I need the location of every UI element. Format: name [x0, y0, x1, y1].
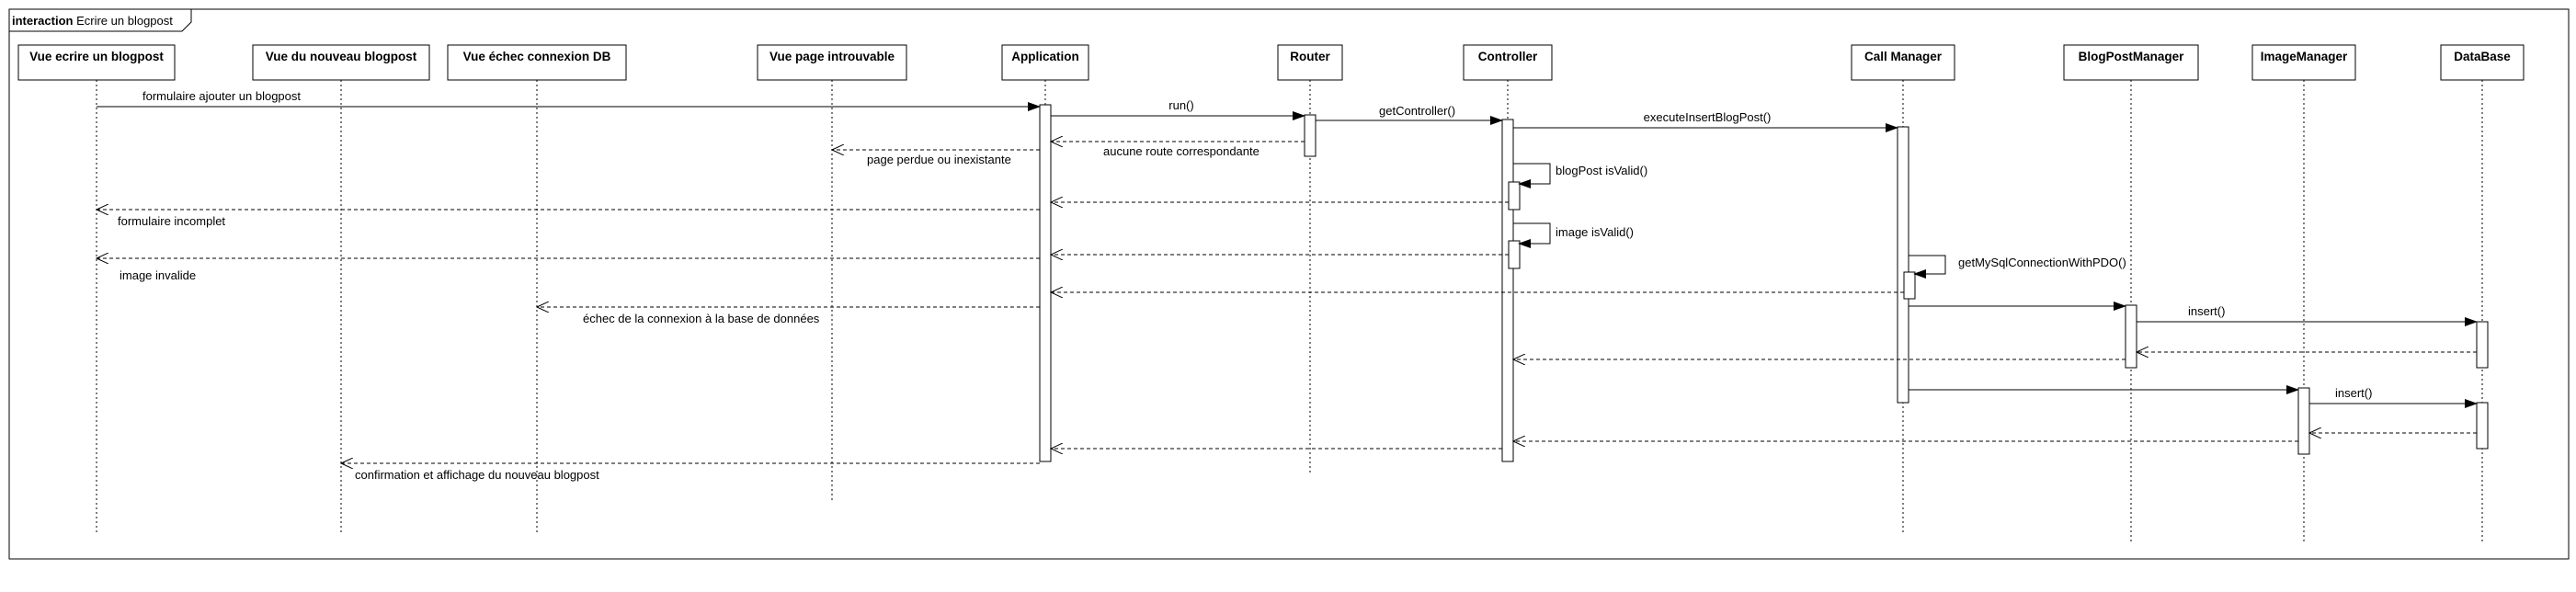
messages: formulaire ajouter un blogpost run() getCo…: [97, 89, 2478, 482]
activation-bar-controller: [1508, 240, 1521, 269]
activation-bar-database: [2476, 321, 2489, 369]
lifeline-label-database: DataBase: [2454, 50, 2511, 63]
message-label: executeInsertBlogPost(): [1644, 110, 1772, 124]
message-arrow: [1513, 163, 1551, 188]
interaction-frame: interaction Ecrire un blogpost: [8, 8, 2570, 560]
message-label: formulaire ajouter un blogpost: [142, 89, 301, 103]
message-label: image invalide: [120, 268, 196, 282]
lifeline-label-call-manager: Call Manager: [1864, 50, 1943, 63]
message-label: getMySqlConnectionWithPDO(): [1958, 256, 2126, 269]
message-label: image isValid(): [1556, 225, 1634, 239]
activation-bar-call-manager: [1903, 271, 1916, 300]
lifeline-application: Application: [1001, 44, 1089, 460]
activation-bar-blogpost-manager: [2125, 304, 2137, 369]
message-arrow: [1513, 222, 1551, 248]
activation-bar-controller: [1508, 181, 1521, 211]
activation-bar-application: [1039, 104, 1052, 462]
message-label: aucune route correspondante: [1103, 144, 1260, 158]
lifeline-vue-echec-db: Vue échec connexion DB: [447, 44, 627, 533]
frame-tab: [8, 9, 192, 32]
lifeline-label-blogpost-manager: BlogPostManager: [2079, 50, 2185, 63]
message-self-controller-to-controller: blogPost isValid(): [1513, 163, 1647, 188]
lifeline-head-blogpost-manager: [2063, 44, 2199, 81]
lifeline-label-application: Application: [1011, 50, 1079, 63]
lifeline-label-vue-ecrire: Vue ecrire un blogpost: [29, 50, 164, 63]
lifeline-head-controller: [1463, 44, 1553, 81]
message-call-router-to-controller: getController(): [1316, 104, 1503, 125]
lifelines: Vue ecrire un blogpost Vue du nouveau blo…: [17, 44, 2525, 542]
message-return-router-to-application: aucune route correspondante: [1051, 142, 1305, 158]
lifeline-database: DataBase: [2440, 44, 2525, 542]
message-label: blogPost isValid(): [1556, 164, 1647, 177]
lifeline-router: Router: [1277, 44, 1343, 473]
lifeline-head-vue-ecrire: [17, 44, 176, 81]
message-return-application-to-vue-nouveau: confirmation et affichage du nouveau blo…: [341, 463, 1040, 482]
message-return-application-to-vue-echec-db: échec de la connexion à la base de donné…: [537, 307, 1040, 325]
lifeline-vue-introuvable: Vue page introuvable: [757, 44, 907, 501]
message-label: confirmation et affichage du nouveau blo…: [355, 468, 599, 482]
lifeline-vue-ecrire: Vue ecrire un blogpost: [17, 44, 176, 533]
message-label: insert(): [2188, 304, 2225, 318]
frame-name: Ecrire un blogpost: [76, 14, 173, 28]
lifeline-label-router: Router: [1290, 50, 1330, 63]
lifeline-vue-nouveau: Vue du nouveau blogpost: [252, 44, 430, 533]
message-return-application-to-vue-ecrire: formulaire incomplet: [97, 210, 1040, 228]
activation-bar-image-manager: [2297, 387, 2310, 455]
lifeline-head-vue-introuvable: [757, 44, 907, 81]
lifeline-label-vue-echec-db: Vue échec connexion DB: [463, 50, 611, 63]
lifeline-controller: Controller: [1463, 44, 1553, 460]
activation-bar-database: [2476, 402, 2489, 450]
message-label: run(): [1168, 98, 1193, 112]
message-call-controller-to-call-manager: executeInsertBlogPost(): [1513, 110, 1898, 132]
activation-bar-router: [1304, 114, 1316, 157]
lifeline-label-controller: Controller: [1478, 50, 1538, 63]
lifeline-image-manager: ImageManager: [2251, 44, 2356, 542]
message-return-application-to-vue-introuvable: page perdue ou inexistante: [832, 150, 1040, 166]
frame-border: [8, 8, 2570, 560]
message-call-blogpost-manager-to-database: insert(): [2137, 304, 2478, 326]
lifeline-call-manager: Call Manager: [1851, 44, 1955, 533]
lifeline-head-vue-nouveau: [252, 44, 430, 81]
activation-bar-controller: [1501, 119, 1514, 462]
message-call-vue-ecrire-to-application: formulaire ajouter un blogpost: [97, 89, 1041, 111]
lifeline-head-call-manager: [1851, 44, 1955, 81]
frame-keyword: interaction: [12, 14, 74, 28]
activation-bars: [1039, 104, 2489, 462]
message-label: échec de la connexion à la base de donné…: [583, 312, 820, 325]
lifeline-head-database: [2440, 44, 2525, 81]
message-label: formulaire incomplet: [118, 214, 225, 228]
lifeline-head-vue-echec-db: [447, 44, 627, 81]
lifeline-label-vue-nouveau: Vue du nouveau blogpost: [266, 50, 417, 63]
lifeline-label-image-manager: ImageManager: [2261, 50, 2348, 63]
message-call-application-to-router: run(): [1051, 98, 1305, 120]
message-label: page perdue ou inexistante: [867, 153, 1011, 166]
message-return-application-to-vue-ecrire: image invalide: [97, 258, 1040, 282]
lifeline-head-image-manager: [2251, 44, 2356, 81]
activation-bar-call-manager: [1897, 126, 1909, 404]
lifeline-head-router: [1277, 44, 1343, 81]
message-label: getController(): [1379, 104, 1455, 118]
message-label: insert(): [2335, 386, 2372, 400]
message-self-call-manager-to-call-manager: getMySqlConnectionWithPDO(): [1909, 255, 2126, 279]
lifeline-blogpost-manager: BlogPostManager: [2063, 44, 2199, 542]
message-arrow: [1909, 255, 1946, 279]
message-self-controller-to-controller: image isValid(): [1513, 222, 1634, 248]
frame-title: interaction Ecrire un blogpost: [12, 14, 173, 28]
lifeline-label-vue-introuvable: Vue page introuvable: [769, 50, 895, 63]
message-call-image-manager-to-database: insert(): [2309, 386, 2478, 408]
